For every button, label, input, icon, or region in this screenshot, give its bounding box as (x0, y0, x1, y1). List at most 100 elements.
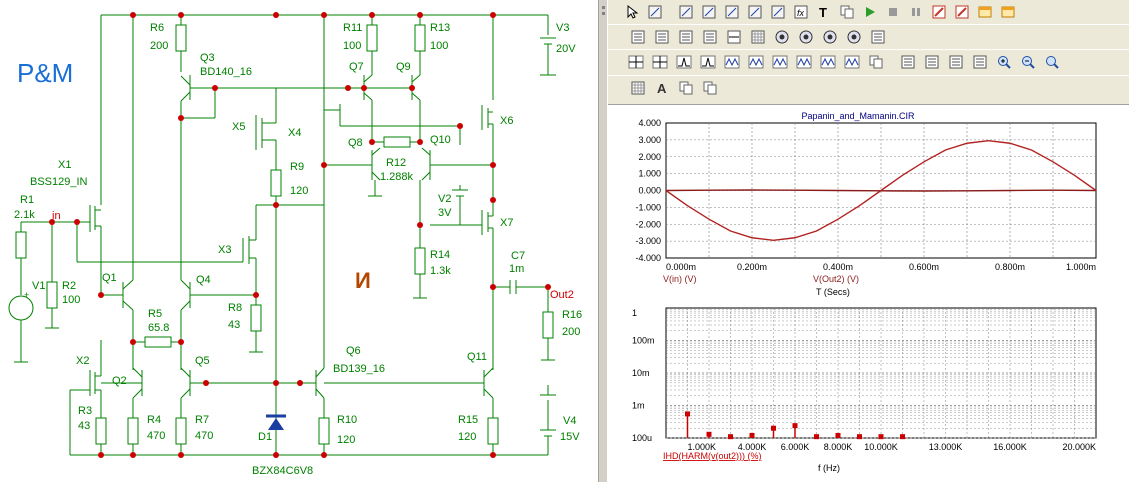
label-d1-part: BZX84C6V8 (252, 465, 313, 477)
window2-button[interactable] (998, 2, 1018, 22)
label-r13-value: 100 (430, 40, 448, 52)
probe4-button[interactable] (844, 27, 864, 47)
chart-title: Papanin_and_Mamanin.CIR (801, 111, 915, 121)
label-q11: Q11 (467, 351, 487, 363)
label-r2: R2 (62, 280, 76, 292)
doc4-icon (702, 29, 718, 45)
grid-menu-button[interactable] (628, 78, 648, 98)
schematic-canvas[interactable]: + R6 200 Q3 BD140_16 R11 100 R13 100 Q7 … (0, 0, 598, 482)
ytick-label: 1 (632, 308, 637, 318)
zoom-out-icon (1020, 54, 1036, 70)
probe2-icon (798, 29, 814, 45)
harmonic-marker (857, 434, 862, 440)
stop-button[interactable] (883, 2, 903, 22)
flip-button[interactable] (768, 2, 788, 22)
font-button[interactable]: A (652, 78, 672, 98)
text-tool-button[interactable]: T (814, 2, 834, 22)
zoom-in-button[interactable] (994, 52, 1014, 72)
wave-b-button[interactable] (746, 52, 766, 72)
layout-button[interactable] (676, 2, 696, 22)
label-x7: X7 (500, 217, 513, 229)
probe1-icon (774, 29, 790, 45)
harmonic-marker (900, 434, 905, 440)
label-q3: Q3 (200, 52, 215, 64)
harmonic-marker (878, 434, 884, 440)
select-dropdown-button[interactable] (645, 2, 665, 22)
rotate-button[interactable] (722, 2, 742, 22)
label-r15-value: 120 (458, 431, 476, 443)
window-icon (977, 4, 993, 20)
legend-ihd: IHD(HARM(v(out2))) (%) (663, 451, 762, 461)
grid-button[interactable] (748, 27, 768, 47)
text-tool-icon: T (816, 4, 832, 20)
hline-button[interactable] (724, 27, 744, 47)
probe2-button[interactable] (796, 27, 816, 47)
rise-button[interactable] (698, 52, 718, 72)
ytick-label: -1.000 (635, 202, 661, 212)
pane-splitter[interactable] (598, 0, 608, 482)
wave-d-button[interactable] (794, 52, 814, 72)
doc-button[interactable] (628, 27, 648, 47)
label-x6: X6 (500, 115, 513, 127)
ytick-label: 2.000 (638, 152, 661, 162)
wave-f-button[interactable] (842, 52, 862, 72)
doc4-button[interactable] (700, 27, 720, 47)
label-q1: Q1 (102, 272, 117, 284)
wave-c-button[interactable] (770, 52, 790, 72)
transient-chart: Papanin_and_Mamanin.CIR 4.0003.0002.0001… (635, 111, 1097, 297)
doc2-button[interactable] (652, 27, 672, 47)
label-r10: R10 (337, 414, 357, 426)
peak-button[interactable] (674, 52, 694, 72)
table-button[interactable] (922, 52, 942, 72)
function-button[interactable]: fx (791, 2, 811, 22)
harmonic-marker (792, 423, 798, 429)
doc3-button[interactable] (676, 27, 696, 47)
edit-button[interactable] (868, 27, 888, 47)
flip-icon (770, 4, 786, 20)
label-r11-value: 100 (343, 40, 361, 52)
label-r11: R11 (343, 22, 362, 34)
pause-button[interactable] (906, 2, 926, 22)
label-x4: X4 (288, 127, 301, 139)
copy-button[interactable] (676, 78, 696, 98)
label-r5: R5 (148, 308, 162, 320)
zoom-reset-button[interactable] (1042, 52, 1062, 72)
zener-diode-d1 (266, 414, 286, 430)
harmonic-marker (706, 431, 712, 437)
xtick-label: 4.000K (738, 442, 767, 452)
mirror-button[interactable] (745, 2, 765, 22)
schematic-drawing[interactable]: + R6 200 Q3 BD140_16 R11 100 R13 100 Q7 … (0, 0, 598, 482)
toolbar-row-4: A (608, 75, 1129, 100)
measure-button[interactable] (946, 52, 966, 72)
measure-icon (948, 54, 964, 70)
wave-e-icon (820, 54, 836, 70)
wire-button[interactable] (699, 2, 719, 22)
window-button[interactable] (975, 2, 995, 22)
paste-button[interactable] (837, 2, 857, 22)
wave-e-button[interactable] (818, 52, 838, 72)
plot-canvas[interactable]: Papanin_and_Mamanin.CIR 4.0003.0002.0001… (608, 105, 1129, 483)
label-r8-value: 43 (228, 319, 240, 331)
cursor-a-button[interactable] (626, 52, 646, 72)
label-c7-value: 1m (509, 263, 524, 275)
list-button[interactable] (898, 52, 918, 72)
zoom-out-button[interactable] (1018, 52, 1038, 72)
zoom-select-button[interactable] (952, 2, 972, 22)
schematic-labels: R6 200 Q3 BD140_16 R11 100 R13 100 Q7 Q9… (14, 22, 582, 477)
zoom-fit-button[interactable] (929, 2, 949, 22)
measure2-button[interactable] (970, 52, 990, 72)
xtick-label: 13.000K (929, 442, 963, 452)
run-button[interactable] (860, 2, 880, 22)
label-x1: X1 (58, 159, 71, 171)
doc-icon (630, 29, 646, 45)
copy-dropdown-button[interactable] (866, 52, 886, 72)
probe1-button[interactable] (772, 27, 792, 47)
cursor-b-button[interactable] (650, 52, 670, 72)
pointer-button[interactable] (622, 2, 642, 22)
probe3-button[interactable] (820, 27, 840, 47)
label-r16-value: 200 (562, 326, 580, 338)
paste2-button[interactable] (700, 78, 720, 98)
wave-a-button[interactable] (722, 52, 742, 72)
label-r9-value: 120 (290, 185, 308, 197)
wave-d-icon (796, 54, 812, 70)
